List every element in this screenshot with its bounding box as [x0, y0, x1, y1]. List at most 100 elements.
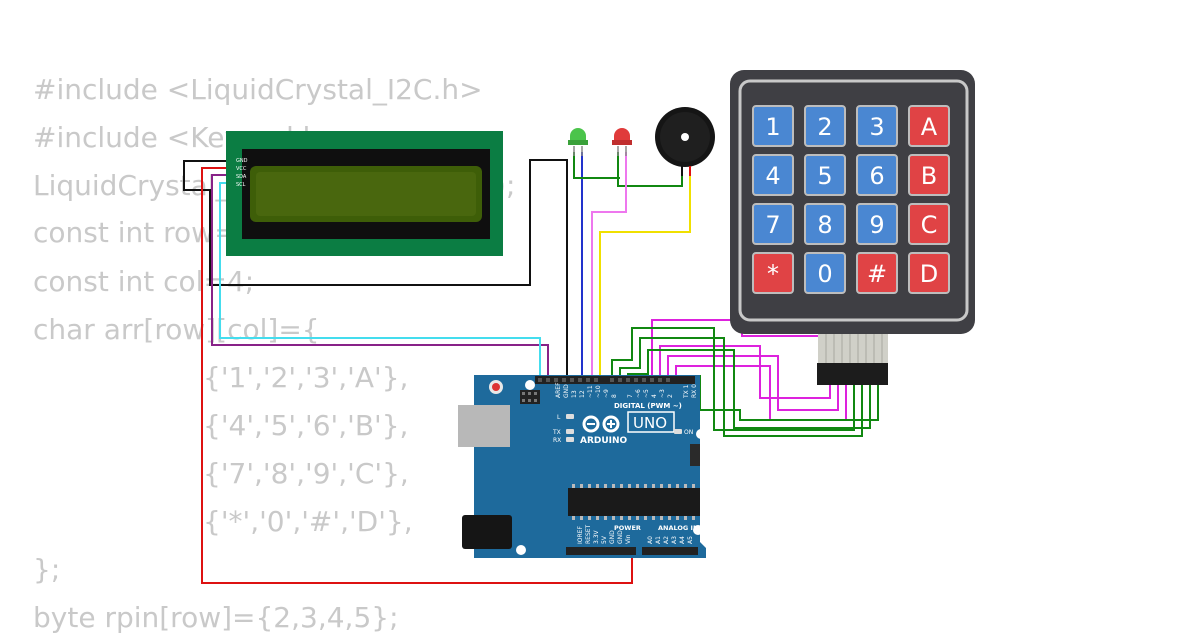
svg-text:RESET: RESET: [585, 524, 592, 544]
keypad-key[interactable]: 1: [752, 105, 794, 147]
keypad-key[interactable]: 2: [804, 105, 846, 147]
lcd-pin-label: SCL: [236, 182, 246, 188]
keypad-key[interactable]: A: [908, 105, 950, 147]
svg-text:Vin: Vin: [625, 534, 632, 544]
code-line: #include <LiquidCrystal_I2C.h>: [33, 73, 483, 106]
keypad-key-label: 6: [869, 162, 884, 190]
keypad-key[interactable]: 9: [856, 203, 898, 245]
keypad-key[interactable]: #: [856, 252, 898, 294]
keypad-wires[interactable]: [611, 319, 879, 437]
red-led[interactable]: [612, 128, 632, 156]
svg-text:~10: ~10: [595, 385, 602, 398]
svg-text:4: 4: [651, 394, 658, 398]
arduino-logo: ARDUINO UNO ON: [580, 411, 693, 446]
svg-text:2: 2: [667, 394, 674, 398]
svg-text:A2: A2: [663, 536, 670, 544]
svg-text:GND: GND: [563, 384, 570, 398]
svg-text:RX: RX: [553, 437, 561, 444]
keypad-key-label: 3: [869, 113, 884, 141]
keypad-key-label: 1: [765, 113, 780, 141]
keypad-ribbon: [817, 334, 888, 385]
lcd-pin-label: SDA: [236, 174, 247, 180]
on-label: ON: [684, 429, 693, 436]
keypad-key-label: 4: [765, 162, 780, 190]
svg-text:A4: A4: [679, 536, 686, 544]
buzzer[interactable]: [655, 107, 715, 176]
code-line: {'*','0','#','D'},: [203, 505, 413, 538]
keypad-key[interactable]: 6: [856, 154, 898, 196]
power-pin-labels: IOREF RESET 3.3V 5V GND GND Vin: [577, 524, 632, 544]
wire-buzzer[interactable]: [599, 168, 691, 380]
svg-text:RX 0: RX 0: [691, 384, 698, 398]
svg-text:~3: ~3: [659, 389, 666, 398]
digital-pin-labels: AREF GND 13 12 ~11 ~10 ~9 8 7 ~6 ~5 4 ~3…: [555, 382, 698, 399]
svg-text:A0: A0: [647, 536, 654, 544]
svg-text:A5: A5: [687, 536, 694, 544]
keypad-key[interactable]: C: [908, 203, 950, 245]
svg-text:IOREF: IOREF: [577, 526, 584, 544]
svg-text:5V: 5V: [601, 535, 608, 544]
analog-pin-labels: A0 A1 A2 A3 A4 A5: [647, 536, 694, 544]
svg-text:3.3V: 3.3V: [593, 529, 600, 544]
code-line: byte rpin[row]={2,3,4,5};: [33, 601, 399, 634]
code-line: {'4','5','6','B'},: [203, 409, 409, 442]
keypad-key[interactable]: D: [908, 252, 950, 294]
code-line: const int col=4;: [33, 265, 255, 298]
keypad-key[interactable]: 7: [752, 203, 794, 245]
lcd-pin-labels: GND VCC SDA SCL: [236, 158, 248, 188]
lcd-pin-label: GND: [236, 158, 248, 164]
lcd-pin-label: VCC: [236, 166, 247, 172]
svg-text:8: 8: [611, 394, 618, 398]
keypad-key-label: B: [921, 162, 937, 190]
svg-text:L: L: [557, 414, 561, 421]
keypad-key-label: 0: [817, 260, 832, 288]
arduino-brand: ARDUINO: [580, 436, 628, 446]
keypad-key[interactable]: 5: [804, 154, 846, 196]
svg-text:~5: ~5: [643, 389, 650, 398]
wire-lcd-sda[interactable]: [211, 174, 549, 380]
svg-text:A1: A1: [655, 536, 662, 544]
power-label: POWER: [614, 524, 641, 532]
wire-led-gnd[interactable]: [573, 152, 620, 179]
keypad-key-label: 8: [817, 211, 832, 239]
code-line: {'1','2','3','A'},: [203, 361, 409, 394]
keypad-key[interactable]: 8: [804, 203, 846, 245]
wire-lcd-scl[interactable]: [219, 182, 541, 380]
arduino-uno: AREF GND 13 12 ~11 ~10 ~9 8 7 ~6 ~5 4 ~3…: [458, 375, 706, 558]
keypad-key-label: D: [920, 260, 938, 288]
wires: [183, 152, 879, 584]
green-led[interactable]: [568, 128, 588, 156]
svg-text:13: 13: [571, 390, 578, 398]
keypad-key-label: *: [767, 260, 779, 288]
wire-lcd-vcc[interactable]: [201, 167, 633, 584]
digital-label: DIGITAL (PWM ~): [614, 402, 682, 410]
code-line: {'7','8','9','C'},: [203, 457, 409, 490]
keypad-key[interactable]: 3: [856, 105, 898, 147]
keypad-key[interactable]: 0: [804, 252, 846, 294]
analog-label: ANALOG IN: [658, 524, 698, 532]
svg-text:GND: GND: [609, 530, 616, 544]
svg-text:AREF: AREF: [555, 382, 562, 398]
svg-text:~11: ~11: [587, 385, 594, 398]
keypad-key[interactable]: *: [752, 252, 794, 294]
keypad-key-label: 2: [817, 113, 832, 141]
keypad-key[interactable]: B: [908, 154, 950, 196]
keypad-key-label: 7: [765, 211, 780, 239]
svg-text:TX: TX: [552, 429, 561, 436]
arduino-model: UNO: [633, 414, 667, 432]
keypad-key-label: 9: [869, 211, 884, 239]
keypad-key-label: 5: [817, 162, 832, 190]
wire-lcd-gnd[interactable]: [183, 159, 568, 380]
svg-text:A3: A3: [671, 536, 678, 544]
svg-text:7: 7: [627, 394, 634, 398]
keypad-key[interactable]: 4: [752, 154, 794, 196]
wire-red-led[interactable]: [591, 152, 627, 380]
svg-text:~9: ~9: [603, 389, 610, 398]
lcd-display: GND VCC SDA SCL: [226, 131, 503, 256]
svg-text:~6: ~6: [635, 389, 642, 398]
svg-text:12: 12: [579, 390, 586, 398]
keypad-key-label: A: [921, 113, 938, 141]
